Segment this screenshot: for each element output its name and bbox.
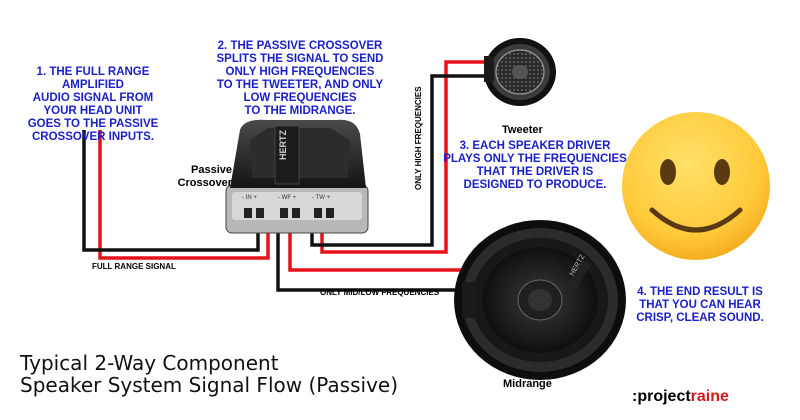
diagram-title: Typical 2-Way Component Speaker System S… <box>20 351 399 397</box>
midrange-wire-red <box>288 232 470 272</box>
full-range-wire-red <box>98 130 270 260</box>
crossover-terminal-tw: - TW + <box>312 195 331 201</box>
step-4-note: 4. THE END RESULT IS THAT YOU CAN HEAR C… <box>636 286 764 324</box>
logo-prefix: :project <box>632 388 691 405</box>
step-3-note: 3. EACH SPEAKER DRIVER PLAYS ONLY THE FR… <box>443 140 627 191</box>
step-2-note: 2. THE PASSIVE CROSSOVER SPLITS THE SIGN… <box>216 40 384 117</box>
tweeter-speaker <box>484 38 556 106</box>
tweeter-wires <box>310 60 484 254</box>
midrange-label: Midrange <box>503 378 552 390</box>
full-range-wire-label: FULL RANGE SIGNAL <box>92 262 176 271</box>
mid-low-wire-label: ONLY MID/LOW FREQUENCIES <box>320 288 440 297</box>
step-1-note: 1. THE FULL RANGE AMPLIFIED AUDIO SIGNAL… <box>27 66 159 143</box>
crossover-terminal-in: - IN + <box>242 195 257 201</box>
crossover-brand-text: HERTZ <box>278 130 288 160</box>
full-range-wire-black <box>82 130 260 252</box>
smiley-emoji-icon <box>622 112 770 260</box>
tweeter-label: Tweeter <box>502 124 543 136</box>
passive-crossover-unit <box>225 119 369 234</box>
midrange-speaker <box>454 220 626 380</box>
crossover-terminals <box>244 208 334 218</box>
midrange-wires <box>276 232 472 292</box>
tweeter-wire-black <box>310 74 484 247</box>
crossover-terminal-wf: - WF + <box>278 195 297 201</box>
crossover-label: Passive Crossover <box>177 164 232 189</box>
high-freq-wire-label: ONLY HIGH FREQUENCIES <box>414 86 423 190</box>
projectraine-logo: :projectraine <box>632 388 729 406</box>
full-range-wires <box>82 130 270 260</box>
logo-accent: raine <box>690 388 729 405</box>
midrange-wire-black <box>276 232 472 292</box>
